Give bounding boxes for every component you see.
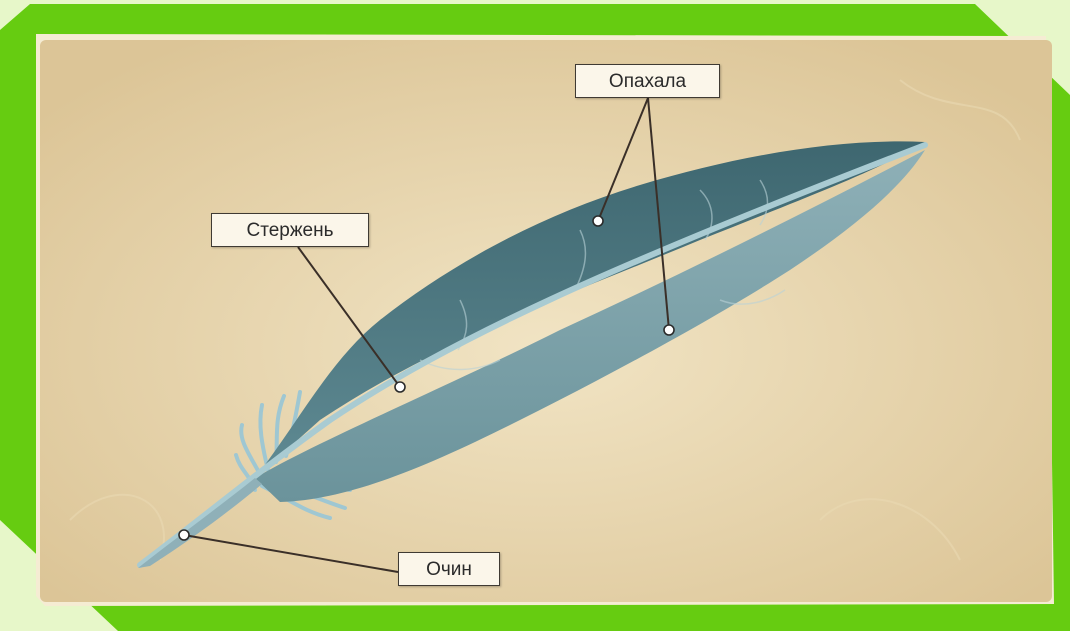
callout-dot-quill (179, 530, 189, 540)
label-quill: Очин (398, 552, 500, 586)
callout-dot-vane-lower (664, 325, 674, 335)
background-panel (40, 40, 1052, 602)
label-vane: Опахала (575, 64, 720, 98)
callout-dot-shaft (395, 382, 405, 392)
label-shaft: Стержень (211, 213, 369, 247)
callout-dot-vane-upper (593, 216, 603, 226)
